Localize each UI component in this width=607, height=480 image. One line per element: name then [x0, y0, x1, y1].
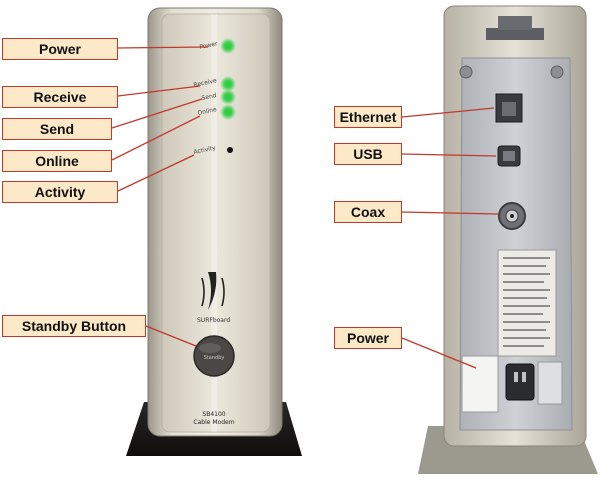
led-label-online: Online [197, 106, 218, 117]
callout-power: Power [2, 38, 118, 60]
front-modem: Power Receive Send Online Activity SURFb… [126, 7, 302, 456]
front-face [161, 13, 271, 433]
leader-ethernet [401, 107, 495, 118]
leader-power-back [401, 337, 477, 369]
standby-button [193, 335, 235, 377]
led-label-activity: Activity [193, 144, 217, 156]
led-label-send: Send [201, 92, 217, 102]
leader-activity [117, 154, 195, 192]
led-label-power: Power [199, 40, 219, 51]
screw-left [459, 65, 473, 79]
brand-text: SURFboard [197, 317, 230, 324]
callout-receive: Receive [2, 86, 118, 108]
callout-send: Send [2, 118, 112, 140]
callout-standby-button: Standby Button [2, 315, 146, 337]
leader-power [117, 46, 209, 49]
leader-standby [145, 325, 197, 347]
standby-button-text: Standby [204, 355, 225, 361]
screw-right [550, 65, 564, 79]
leader-online [111, 115, 201, 161]
model-line2: Cable Modem [193, 419, 234, 426]
activity-led [227, 147, 233, 153]
surfboard-logo [201, 272, 225, 310]
callout-power-back: Power [334, 327, 402, 349]
leader-receive [117, 85, 201, 97]
led-label-receive: Receive [193, 77, 218, 89]
leader-lines [111, 46, 499, 369]
power-inlet-label [537, 361, 563, 405]
callout-coax: Coax [334, 201, 402, 223]
model-line1: SB4100 [202, 411, 225, 418]
leader-send [111, 98, 203, 129]
callout-online: Online [2, 150, 112, 172]
back-modem [418, 5, 598, 474]
power-inlet [505, 363, 535, 401]
leader-usb [401, 153, 497, 157]
leader-coax [401, 211, 499, 215]
callout-ethernet: Ethernet [334, 106, 402, 128]
callout-activity: Activity [2, 181, 118, 203]
callout-usb: USB [334, 143, 402, 165]
